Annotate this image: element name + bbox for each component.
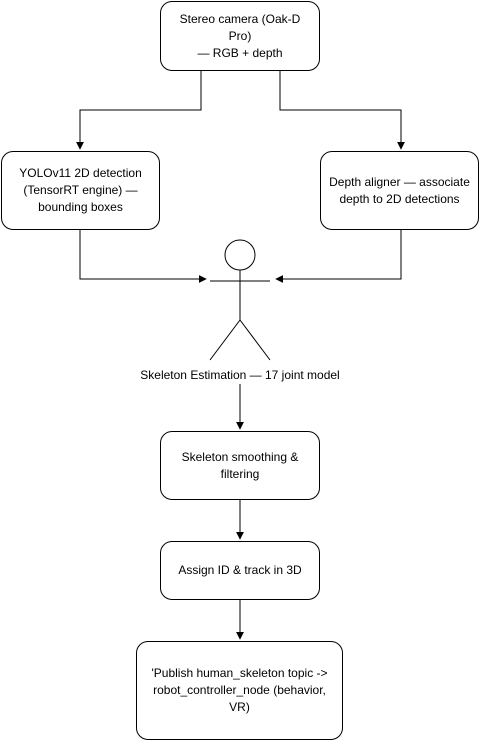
edge-yolo-to-skeleton (79, 230, 207, 283)
node-assign-id-label: Assign ID & track in 3D (178, 563, 302, 577)
node-skeleton-smoothing-label: Skeleton smoothing & filtering (181, 449, 299, 481)
node-depth-aligner-label: Depth aligner — associate depth to 2D de… (329, 174, 470, 206)
node-publish-topic-label: 'Publish human_skeleton topic -> robot_c… (151, 666, 328, 714)
node-stereo-camera-label: Stereo camera (Oak-D Pro) — RGB + depth (179, 11, 301, 60)
skeleton-estimation-label: Skeleton Estimation — 17 joint model (120, 367, 360, 383)
edge-camera-to-depth (279, 71, 405, 150)
node-yolo-detection: YOLOv11 2D detection (TensorRT engine) —… (1, 151, 160, 230)
node-skeleton-smoothing: Skeleton smoothing & filtering (160, 431, 320, 500)
node-assign-id: Assign ID & track in 3D (160, 541, 320, 600)
edge-camera-to-yolo (76, 71, 202, 150)
node-yolo-detection-label: YOLOv11 2D detection (TensorRT engine) —… (19, 166, 142, 214)
node-publish-topic: 'Publish human_skeleton topic -> robot_c… (136, 641, 343, 740)
node-stereo-camera: Stereo camera (Oak-D Pro) — RGB + depth (160, 1, 320, 71)
skeleton-actor-icon (209, 239, 271, 361)
node-depth-aligner: Depth aligner — associate depth to 2D de… (320, 151, 479, 230)
edge-depth-to-skeleton (275, 230, 402, 283)
